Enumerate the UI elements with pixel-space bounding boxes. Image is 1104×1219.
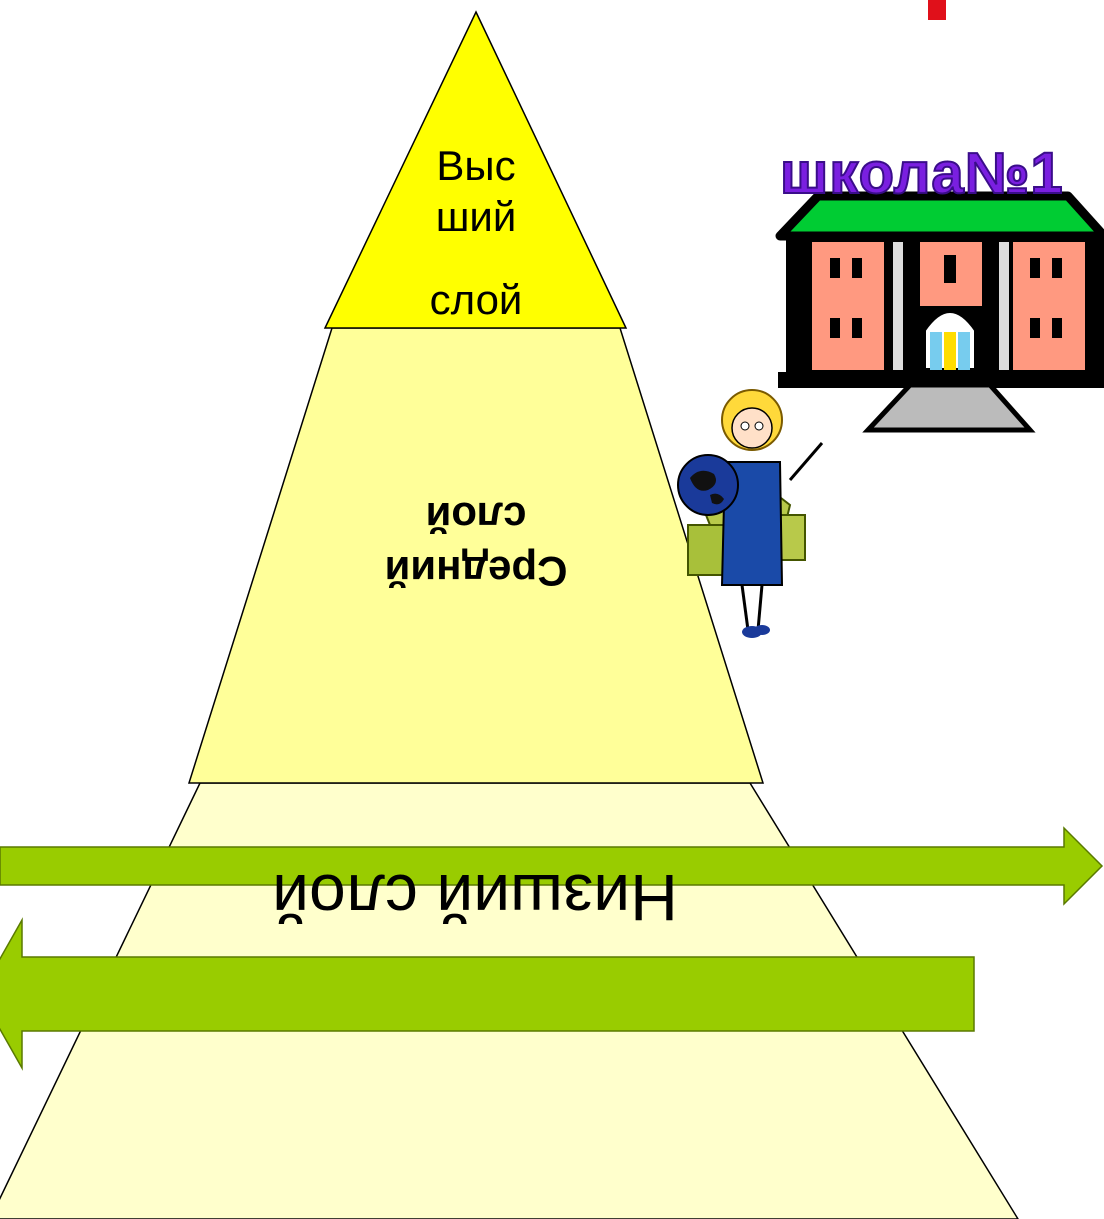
red-mark xyxy=(928,0,946,20)
school-label: школа№1 xyxy=(779,140,1064,207)
top-layer-label-line2: ший xyxy=(435,193,517,240)
top-layer-label-line1: Выс xyxy=(436,142,516,189)
middle-layer-label-line2: слой xyxy=(425,494,527,541)
bottom-layer-label: Низший слой xyxy=(272,861,678,935)
teacher-illustration xyxy=(677,389,824,638)
top-layer-label-line3: слой xyxy=(429,276,523,323)
middle-layer-label: Средний слой xyxy=(330,490,622,598)
top-layer-label: Выс ший слой xyxy=(410,140,542,328)
left-arrow xyxy=(0,917,975,1071)
middle-layer-label-line1: Средний xyxy=(384,548,568,595)
school-building-icon xyxy=(775,191,1104,433)
right-arrow xyxy=(0,826,1104,906)
top-layer xyxy=(323,10,628,329)
